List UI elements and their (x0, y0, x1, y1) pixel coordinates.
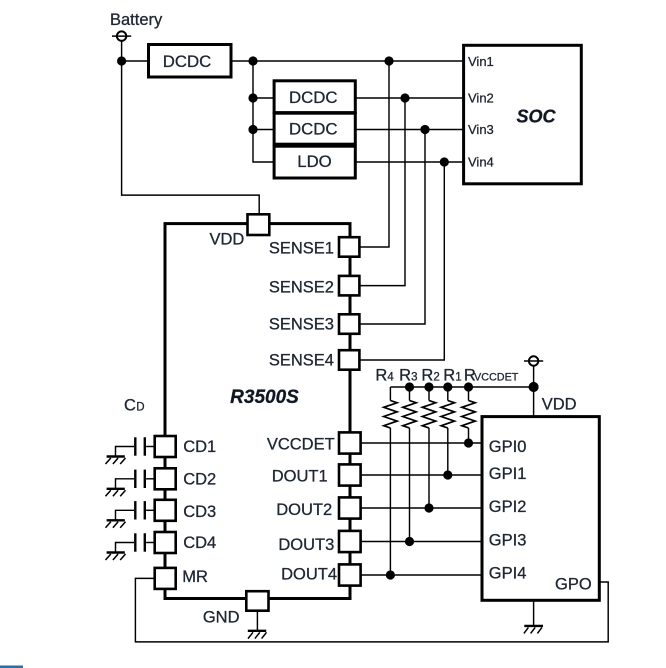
svg-text:DOUT2: DOUT2 (276, 501, 332, 519)
svg-text:SENSE2: SENSE2 (269, 279, 334, 297)
svg-text:R: R (399, 367, 411, 385)
svg-text:1: 1 (455, 372, 461, 384)
svg-text:SENSE1: SENSE1 (269, 240, 334, 258)
svg-text:DOUT3: DOUT3 (278, 536, 334, 554)
svg-text:C: C (124, 397, 136, 415)
svg-text:GND: GND (203, 608, 240, 626)
svg-text:DCDC: DCDC (163, 52, 211, 71)
svg-text:DOUT1: DOUT1 (272, 467, 328, 485)
svg-text:D: D (136, 402, 144, 414)
svg-text:GPI0: GPI0 (489, 438, 527, 456)
svg-text:2: 2 (433, 372, 439, 384)
svg-text:GPI4: GPI4 (489, 565, 527, 583)
svg-text:CD1: CD1 (183, 438, 216, 456)
svg-text:DCDC: DCDC (289, 88, 337, 107)
svg-text:4: 4 (387, 372, 394, 384)
svg-text:SENSE3: SENSE3 (269, 316, 334, 334)
svg-text:VCCDET: VCCDET (474, 372, 519, 384)
svg-text:Battery: Battery (110, 11, 163, 29)
svg-text:R: R (464, 367, 476, 385)
svg-text:VCCDET: VCCDET (267, 436, 335, 454)
svg-text:Vin1: Vin1 (468, 54, 494, 69)
svg-text:R: R (421, 367, 433, 385)
svg-text:GPO: GPO (555, 575, 592, 593)
svg-text:R: R (443, 367, 455, 385)
svg-text:DCDC: DCDC (289, 120, 337, 139)
svg-text:VDD: VDD (209, 231, 244, 249)
svg-text:GPI3: GPI3 (489, 531, 527, 549)
svg-text:DOUT4: DOUT4 (281, 566, 337, 584)
svg-text:SENSE4: SENSE4 (269, 351, 334, 369)
svg-text:GPI2: GPI2 (489, 498, 527, 516)
svg-text:CD4: CD4 (183, 534, 216, 552)
svg-text:Vin4: Vin4 (468, 155, 494, 170)
svg-text:R3500S: R3500S (230, 387, 299, 408)
svg-text:MR: MR (182, 568, 208, 586)
svg-text:Vin2: Vin2 (468, 90, 494, 105)
svg-text:SOC: SOC (516, 107, 556, 127)
svg-text:GPI1: GPI1 (489, 465, 527, 483)
svg-text:VDD: VDD (542, 396, 577, 414)
svg-text:CD2: CD2 (183, 470, 216, 488)
svg-text:LDO: LDO (297, 152, 332, 171)
svg-text:Vin3: Vin3 (468, 122, 494, 137)
svg-text:R: R (375, 367, 387, 385)
svg-text:3: 3 (411, 372, 417, 384)
svg-text:CD3: CD3 (183, 503, 216, 521)
